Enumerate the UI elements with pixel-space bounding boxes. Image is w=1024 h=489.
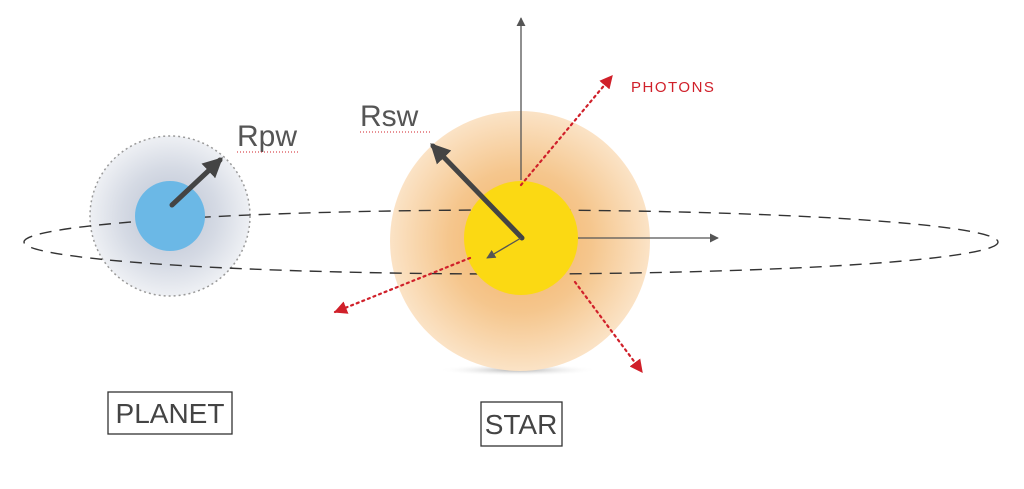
photon-arrow-upper-right bbox=[519, 74, 614, 187]
star-label-box bbox=[480, 401, 563, 447]
axis-diagonal-arrow bbox=[486, 237, 522, 259]
planet-label-box bbox=[107, 391, 233, 435]
planet-core bbox=[135, 181, 205, 251]
star-label: STAR bbox=[485, 409, 558, 440]
planet-label: PLANET bbox=[116, 398, 225, 429]
photon-arrow-lower-left bbox=[333, 256, 472, 314]
planet-radius-label: Rpw bbox=[237, 120, 297, 153]
star-radius-label: Rsw bbox=[360, 100, 419, 133]
planet-radius-arrow bbox=[169, 157, 223, 208]
photons-label: PHOTONS bbox=[631, 79, 715, 96]
star-radius-arrow bbox=[430, 143, 525, 241]
photon-arrow-lower-right bbox=[573, 280, 644, 374]
